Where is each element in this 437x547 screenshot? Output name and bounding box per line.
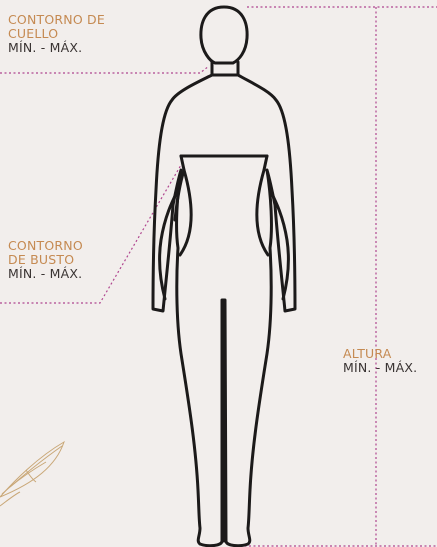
bust-label-range: MÍN. - MÁX. <box>8 266 83 281</box>
neck-label-range: MÍN. - MÁX. <box>8 40 83 55</box>
bust-label-line1: CONTORNO <box>8 238 83 253</box>
neck-guide-line <box>0 65 210 74</box>
left-inner-arm <box>158 188 180 301</box>
female-body-outline-icon <box>151 5 297 547</box>
measurement-guides <box>0 6 437 547</box>
neck-label-line2: CUELLO <box>8 26 59 41</box>
bust-guide-line <box>0 164 182 304</box>
neck-outline <box>210 60 240 77</box>
height-label-line1: ALTURA <box>343 346 392 361</box>
neck-measurement-label: CONTORNO DE CUELLO MÍN. - MÁX. <box>8 13 105 55</box>
neck-label-line1: CONTORNO DE <box>8 12 105 27</box>
right-torso-side <box>262 154 269 172</box>
right-waist-curve <box>255 168 270 257</box>
height-measurement-label: ALTURA MÍN. - MÁX. <box>343 347 417 375</box>
height-label-range: MÍN. - MÁX. <box>343 360 418 375</box>
feather-quill-icon <box>0 440 65 507</box>
left-waist-curve <box>178 168 193 257</box>
right-inner-arm <box>268 188 290 301</box>
head-outline <box>199 5 249 65</box>
bust-measurement-label: CONTORNO DE BUSTO MÍN. - MÁX. <box>8 239 83 281</box>
bust-label-line2: DE BUSTO <box>8 252 75 267</box>
